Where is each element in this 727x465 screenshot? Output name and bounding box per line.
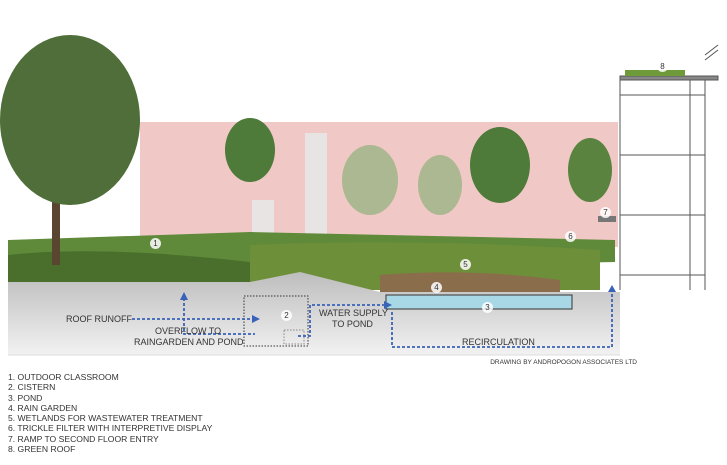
ground-section: [8, 272, 620, 355]
wall-window: [305, 133, 327, 238]
pond: [385, 294, 573, 310]
green-roof: [625, 70, 685, 76]
tree: [0, 35, 140, 205]
legend: 1. OUTDOOR CLASSROOM 2. CISTERN 3. POND …: [8, 372, 212, 454]
legend-item: 7. RAMP TO SECOND FLOOR ENTRY: [8, 433, 159, 444]
marker-4: 4: [431, 282, 442, 293]
marker-3: 3: [482, 302, 493, 313]
water-supply-label-line1: WATER SUPPLY: [319, 308, 388, 318]
marker-5: 5: [460, 259, 471, 270]
ramp: [598, 216, 616, 222]
marker-6: 6: [565, 231, 576, 242]
overflow-label-line2: RAINGARDEN AND POND: [134, 337, 244, 347]
drawing-credit: DRAWING BY ANDROPOGON ASSOCIATES LTD: [490, 359, 637, 366]
legend-item: 5. WETLANDS FOR WASTEWATER TREATMENT: [8, 413, 203, 424]
overflow-label-line1: OVERFLOW TO: [155, 326, 222, 336]
legend-item: 2. CISTERN: [8, 382, 56, 393]
marker-8: 8: [657, 61, 668, 72]
roof-runoff-label: ROOF RUNOFF: [66, 314, 132, 324]
legend-item: 1. OUTDOOR CLASSROOM: [8, 372, 119, 382]
legend-item: 8. GREEN ROOF: [8, 444, 76, 455]
legend-item: 4. RAIN GARDEN: [8, 402, 78, 413]
water-supply-label-line2: TO POND: [332, 319, 373, 329]
marker-1: 1: [150, 238, 161, 249]
marker-7: 7: [600, 207, 611, 218]
legend-item: 3. POND: [8, 392, 43, 403]
marker-2: 2: [281, 310, 292, 321]
school-building: [619, 44, 719, 290]
recirculation-label: RECIRCULATION: [462, 337, 535, 347]
flow-arrows: [132, 290, 613, 348]
legend-item: 6. TRICKLE FILTER WITH INTERPRETIVE DISP…: [8, 423, 213, 434]
planting: [8, 251, 250, 282]
